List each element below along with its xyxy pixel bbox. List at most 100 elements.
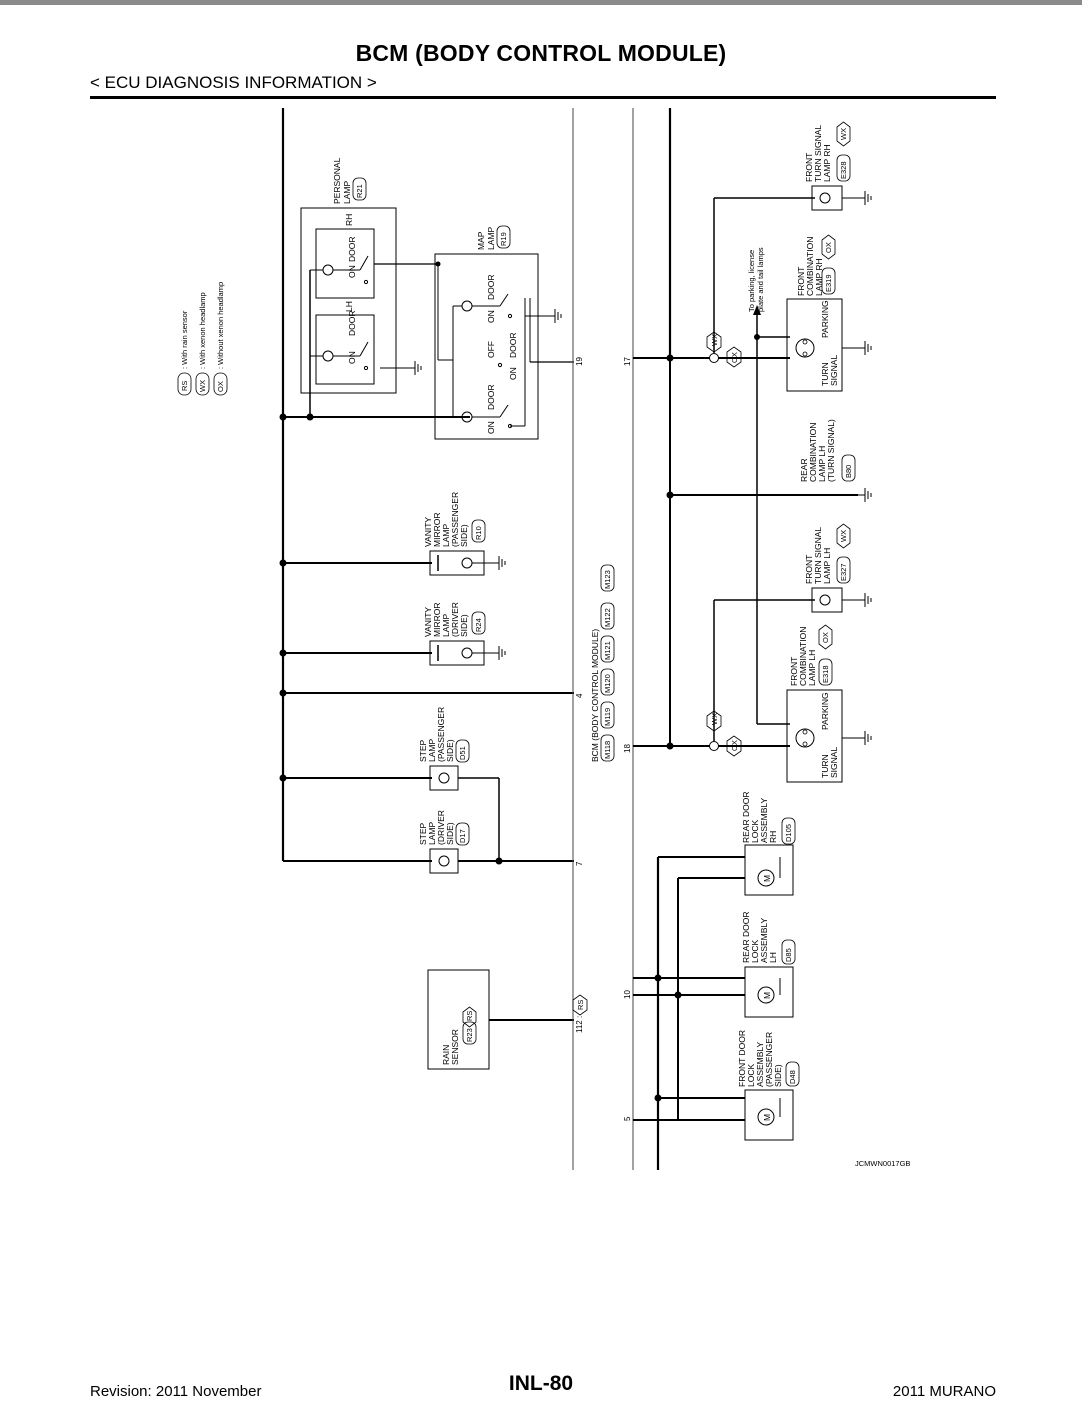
step-passenger-l3: (PASSENGER bbox=[436, 707, 446, 762]
tag-wx-lower: WX bbox=[710, 713, 719, 725]
front-comb-lh-turn-1: TURN bbox=[820, 754, 830, 778]
rain-sensor: RAIN SENSOR R23 RS bbox=[427, 969, 574, 1070]
pin-7: 7 bbox=[575, 861, 584, 866]
vanity-driver-lamp: VANITY MIRROR LAMP (DRIVER SIDE) R24 bbox=[283, 602, 506, 666]
map-lamp-label-2: LAMP bbox=[486, 227, 496, 250]
vanity-passenger-l1: VANITY bbox=[423, 517, 433, 547]
front-door-pass-l2: LOCK bbox=[746, 1064, 756, 1087]
front-comb-rh-l3: LAMP RH bbox=[814, 258, 824, 296]
bcm-conn-m119: M119 bbox=[603, 708, 612, 726]
motor-icon-rear-rh: M bbox=[762, 875, 772, 882]
legend-badge-ox bbox=[213, 372, 228, 396]
rear-door-lh-l4: LH bbox=[768, 952, 778, 963]
front-turn-lh-l3: LAMP LH bbox=[822, 548, 832, 584]
bcm-conn-m120: M120 bbox=[603, 674, 612, 693]
rear-comb-lh-l1: REAR bbox=[799, 458, 809, 482]
rear-comb-lh-l3: LAMP LH bbox=[817, 446, 827, 482]
bcm-conn-m123: M123 bbox=[603, 570, 612, 589]
personal-lamp-rh-label: RH bbox=[344, 214, 354, 226]
front-comb-rh-turn-1: TURN bbox=[820, 362, 830, 386]
tag-wx-upper: WX bbox=[710, 334, 719, 346]
bcm-label: BCM (BODY CONTROL MODULE) bbox=[590, 629, 600, 762]
rain-sensor-connector: R23 bbox=[465, 1028, 474, 1042]
rear-door-lh-l1: REAR DOOR bbox=[741, 912, 751, 963]
map-lamp-connector: R19 bbox=[499, 232, 508, 246]
bcm-conn-m118: M118 bbox=[603, 741, 612, 759]
pin-5: 5 bbox=[623, 1116, 632, 1121]
legend: RS : With rain sensor WX : With xenon he… bbox=[177, 282, 228, 396]
personal-lamp-on-rh: ON bbox=[347, 265, 357, 278]
page-number: INL-80 bbox=[508, 1372, 574, 1395]
step-passenger-l2: LAMP bbox=[427, 739, 437, 762]
map-lamp-door-3: DOOR bbox=[486, 275, 496, 301]
front-comb-rh-l1: FRONT bbox=[796, 267, 806, 296]
vanity-passenger-connector: R10 bbox=[474, 526, 483, 540]
bcm-conn-m121: M121 bbox=[603, 641, 612, 660]
front-comb-lh-option: OX bbox=[821, 632, 830, 643]
front-door-pass-l1: FRONT DOOR bbox=[737, 1030, 747, 1087]
personal-lamp-on-lh: ON bbox=[347, 351, 357, 364]
front-comb-lh-l2: COMBINATION bbox=[798, 627, 808, 686]
front-comb-lh-connector: E318 bbox=[821, 665, 830, 683]
front-comb-rh-parking: PARKING bbox=[820, 300, 830, 338]
front-comb-lh-parking: PARKING bbox=[820, 692, 830, 730]
rear-door-lock-rh: M REAR DOOR LOCK ASSEMBLY RH D105 bbox=[741, 792, 796, 896]
front-door-pass-l5: SIDE) bbox=[773, 1064, 783, 1087]
map-lamp-off: OFF bbox=[486, 341, 496, 358]
legend-code-ox: OX bbox=[216, 381, 225, 392]
front-turn-signal-lh: FRONT TURN SIGNAL LAMP LH E327 WX bbox=[804, 523, 872, 613]
front-comb-rh-l2: COMBINATION bbox=[805, 237, 815, 296]
front-turn-rh-connector: E328 bbox=[839, 161, 848, 179]
step-driver-l4: SIDE) bbox=[445, 822, 455, 845]
front-door-pass-l3: ASSEMBLY bbox=[755, 1041, 765, 1087]
step-passenger-l1: STEP bbox=[418, 739, 428, 762]
map-lamp-on-2: ON bbox=[508, 367, 518, 380]
rear-door-rh-l2: LOCK bbox=[750, 820, 760, 843]
front-comb-rh-option: OX bbox=[824, 242, 833, 253]
legend-badge-rs bbox=[177, 372, 192, 396]
step-driver-lamp: STEP LAMP (DRIVER SIDE) D17 bbox=[283, 810, 574, 874]
front-door-pass-l4: (PASSENGER bbox=[764, 1032, 774, 1087]
front-turn-lh-connector: E327 bbox=[839, 563, 848, 581]
vanity-driver-l5: SIDE) bbox=[459, 614, 469, 637]
map-lamp-door-1: DOOR bbox=[486, 385, 496, 411]
vanity-passenger-l4: (PASSENGER bbox=[450, 492, 460, 547]
legend-code-wx: WX bbox=[198, 380, 207, 392]
front-comb-rh-connector: E319 bbox=[824, 274, 833, 292]
harness-tags: WX OX WX OX bbox=[706, 331, 742, 757]
rain-sensor-l2: SENSOR bbox=[450, 1029, 460, 1065]
vanity-passenger-l2: MIRROR bbox=[432, 513, 442, 547]
model-label: 2011 MURANO bbox=[892, 1383, 996, 1400]
front-turn-rh-l1: FRONT bbox=[804, 153, 814, 182]
rear-door-rh-connector: D105 bbox=[784, 824, 793, 842]
map-lamp-label-1: MAP bbox=[476, 231, 486, 250]
front-turn-lh-l1: FRONT bbox=[804, 555, 814, 584]
bcm-connectors: M118 M119 M120 M121 M122 M123 bbox=[600, 564, 615, 762]
step-passenger-lamp: STEP LAMP (PASSENGER SIDE) D51 bbox=[283, 707, 500, 861]
step-passenger-l4: SIDE) bbox=[445, 739, 455, 762]
front-door-lock-passenger: M FRONT DOOR LOCK ASSEMBLY (PASSENGER SI… bbox=[737, 1030, 800, 1141]
personal-lamp-lh-label: LH bbox=[344, 301, 354, 312]
tag-ox-lower: OX bbox=[730, 740, 739, 751]
pin-112-option-badge bbox=[572, 994, 588, 1016]
rain-sensor-option: RS bbox=[465, 1011, 474, 1021]
step-driver-connector: D17 bbox=[458, 829, 467, 843]
step-passenger-connector: D51 bbox=[458, 746, 467, 760]
rear-comb-lh-connector: B80 bbox=[844, 465, 853, 478]
tag-ox-upper: OX bbox=[730, 352, 739, 363]
front-turn-rh-option: WX bbox=[839, 128, 848, 140]
rear-door-lh-connector: D85 bbox=[784, 948, 793, 962]
vanity-driver-l2: MIRROR bbox=[432, 603, 442, 637]
pin-112: 112 : bbox=[575, 1016, 584, 1033]
parking-note-1: To parking, license bbox=[747, 250, 756, 312]
vanity-passenger-l3: LAMP bbox=[441, 524, 451, 547]
front-turn-lh-l2: TURN SIGNAL bbox=[813, 527, 823, 584]
personal-lamp-label-2: LAMP bbox=[342, 181, 352, 204]
vanity-driver-l1: VANITY bbox=[423, 607, 433, 637]
legend-code-rs: RS bbox=[180, 381, 189, 391]
map-lamp-on-3: ON bbox=[486, 310, 496, 323]
pin-18: 18 bbox=[623, 744, 632, 753]
vanity-driver-l4: (DRIVER bbox=[450, 602, 460, 637]
rain-sensor-l1: RAIN bbox=[441, 1045, 451, 1065]
